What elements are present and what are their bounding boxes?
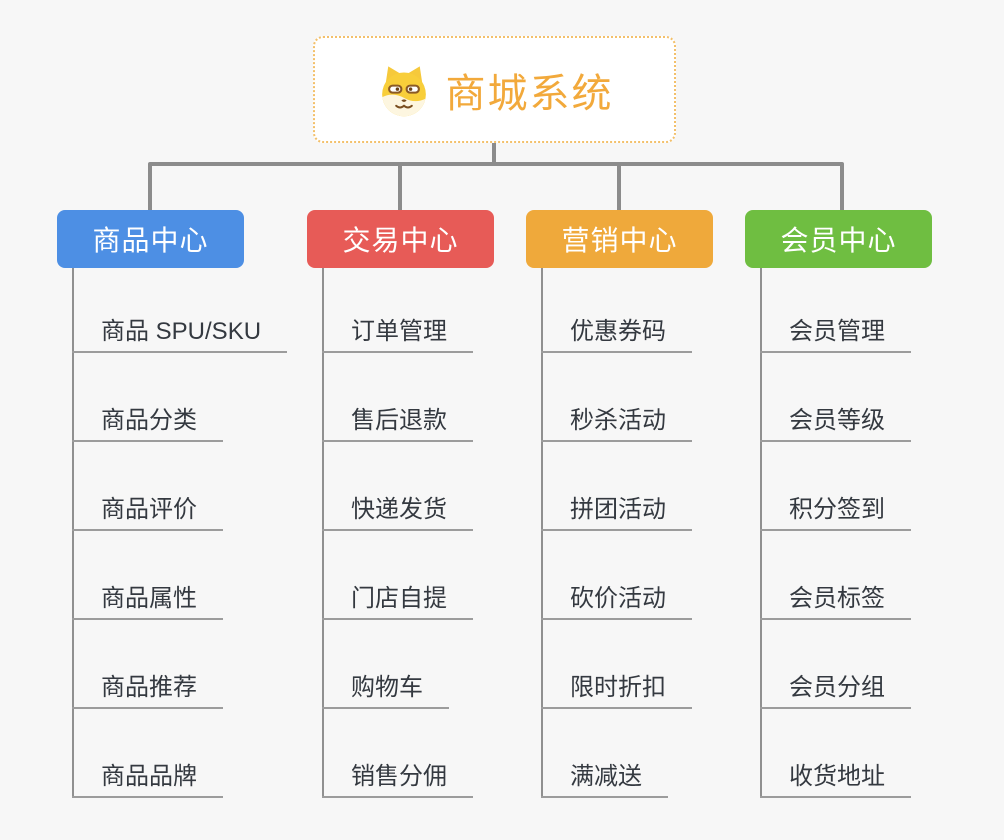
branch-node-trade-center[interactable]: 交易中心 (307, 210, 494, 268)
root-node[interactable]: 商城系统 (313, 36, 676, 143)
leaf-node[interactable]: 拼团活动 (541, 442, 692, 531)
leaf-node[interactable]: 优惠券码 (541, 264, 692, 353)
shiba-dog-icon (376, 62, 432, 118)
leaf-list-product-center: 商品 SPU/SKU 商品分类 商品评价 商品属性 商品推荐 商品品牌 (72, 264, 288, 798)
leaf-node[interactable]: 销售分佣 (322, 709, 473, 798)
root-title: 商城系统 (445, 71, 614, 116)
leaf-node[interactable]: 订单管理 (322, 264, 473, 353)
leaf-node[interactable]: 会员等级 (760, 353, 911, 442)
leaf-node[interactable]: 商品 SPU/SKU (72, 264, 288, 353)
drop-line-trade-center (398, 164, 402, 210)
leaf-list-member-center: 会员管理 会员等级 积分签到 会员标签 会员分组 收货地址 (760, 264, 911, 798)
leaf-list-trade-center: 订单管理 售后退款 快递发货 门店自提 购物车 销售分佣 (322, 264, 473, 798)
leaf-list-marketing-center: 优惠券码 秒杀活动 拼团活动 砍价活动 限时折扣 满减送 (541, 264, 692, 798)
leaf-node[interactable]: 会员标签 (760, 531, 911, 620)
drop-line-marketing-center (617, 164, 621, 210)
leaf-node[interactable]: 商品评价 (72, 442, 223, 531)
leaf-node[interactable]: 会员分组 (760, 620, 911, 709)
leaf-node[interactable]: 商品品牌 (72, 709, 223, 798)
leaf-node[interactable]: 商品属性 (72, 531, 223, 620)
leaf-node[interactable]: 快递发货 (322, 442, 473, 531)
branch-node-marketing-center[interactable]: 营销中心 (526, 210, 713, 268)
spine-line-marketing-center (541, 268, 543, 798)
root-connector-line (492, 143, 496, 164)
leaf-node[interactable]: 限时折扣 (541, 620, 692, 709)
leaf-node[interactable]: 满减送 (541, 709, 668, 798)
leaf-node[interactable]: 积分签到 (760, 442, 911, 531)
leaf-node[interactable]: 售后退款 (322, 353, 473, 442)
leaf-node[interactable]: 收货地址 (760, 709, 911, 798)
leaf-node[interactable]: 秒杀活动 (541, 353, 692, 442)
leaf-node[interactable]: 购物车 (322, 620, 449, 709)
leaf-node[interactable]: 商品分类 (72, 353, 223, 442)
leaf-node[interactable]: 会员管理 (760, 264, 911, 353)
leaf-node[interactable]: 商品推荐 (72, 620, 223, 709)
drop-line-member-center (840, 164, 844, 210)
spine-line-product-center (72, 268, 74, 798)
branch-node-product-center[interactable]: 商品中心 (57, 210, 244, 268)
branch-node-member-center[interactable]: 会员中心 (745, 210, 932, 268)
drop-line-product-center (148, 164, 152, 210)
branch-rail-line (148, 162, 844, 166)
leaf-node[interactable]: 砍价活动 (541, 531, 692, 620)
leaf-node[interactable]: 门店自提 (322, 531, 473, 620)
spine-line-trade-center (322, 268, 324, 798)
spine-line-member-center (760, 268, 762, 798)
